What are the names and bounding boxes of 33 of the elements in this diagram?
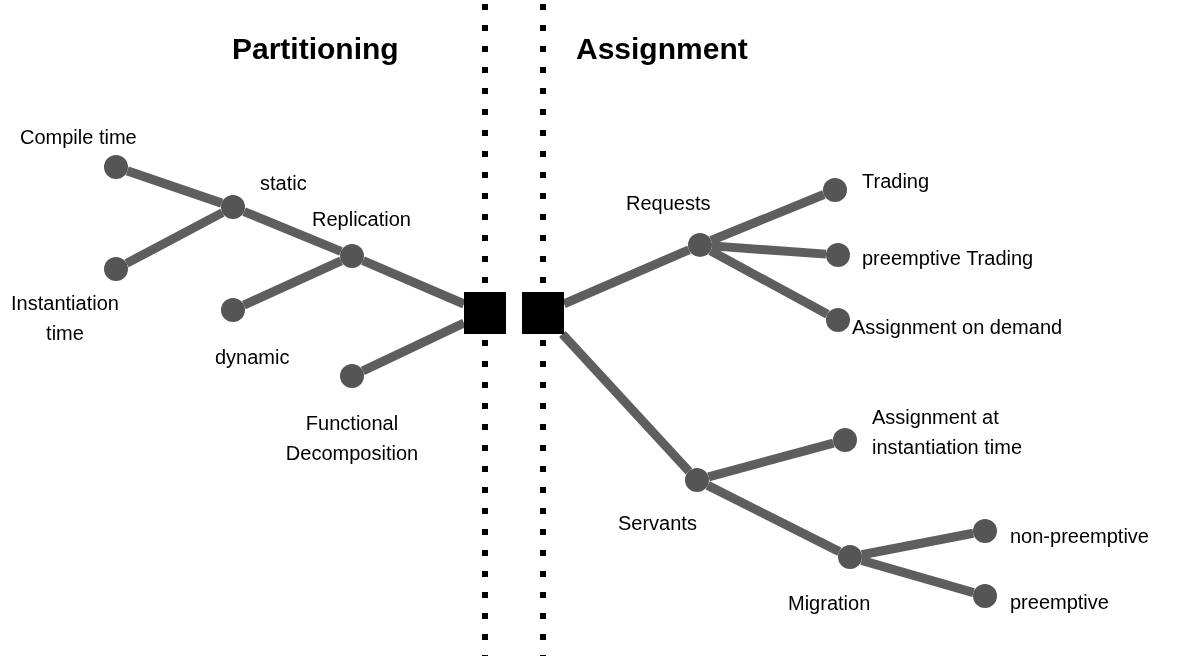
branch-line: [860, 528, 975, 560]
branch-line: [361, 256, 466, 309]
branch-label: Functional Decomposition: [284, 411, 420, 466]
branch-line: [559, 330, 693, 475]
branch-line: [860, 556, 975, 597]
branch-label: Replication: [312, 207, 412, 232]
branch-label: Compile time: [20, 125, 138, 150]
branch-label: non-preemptive: [1010, 524, 1150, 549]
branch-line: [711, 241, 827, 259]
branch-line: [242, 256, 343, 310]
branch-label: Migration: [788, 591, 872, 616]
branch-label: preemptive Trading: [862, 246, 1035, 271]
branch-label: Trading: [862, 169, 931, 194]
branch-line: [124, 208, 225, 268]
branch-label: dynamic: [215, 345, 291, 370]
branch-line: [242, 207, 343, 256]
branch-label: Assignment at instantiation time: [872, 405, 1024, 460]
junction-square: [522, 292, 564, 334]
section-heading: Partitioning: [232, 31, 399, 67]
branch-line: [360, 318, 466, 375]
branch-label: preemptive: [1010, 590, 1110, 615]
branch-label: Instantiation time: [10, 291, 120, 346]
branch-line: [709, 190, 826, 245]
branch-line: [707, 438, 835, 482]
branch-label: Assignment on demand: [852, 315, 1064, 340]
branch-line: [708, 246, 830, 319]
section-heading: Assignment: [576, 31, 748, 67]
branch-label: Servants: [618, 511, 698, 536]
branch-line: [705, 481, 842, 556]
junction-square: [464, 292, 506, 334]
branch-line: [125, 166, 224, 208]
branch-label: static: [260, 171, 308, 196]
branch-label: Requests: [626, 191, 712, 216]
